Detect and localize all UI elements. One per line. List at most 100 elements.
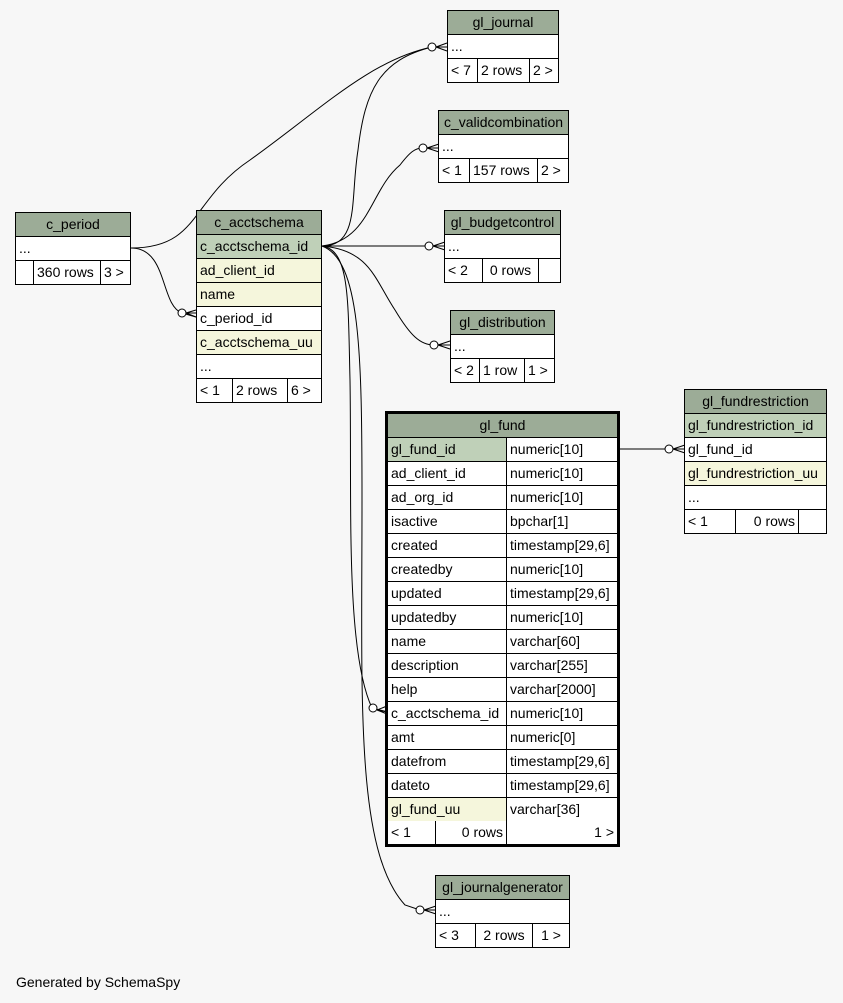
column-name: gl_fund_uu	[388, 798, 507, 821]
parent-count: < 2	[451, 359, 480, 382]
crowfoot-marker	[426, 143, 440, 153]
column-name: c_acctschema_uu	[200, 334, 313, 350]
column-name: gl_fund_id	[388, 438, 507, 461]
optional-marker	[418, 143, 428, 153]
optional-marker	[424, 241, 434, 251]
edge-acctschema-distribution	[321, 245, 435, 346]
table-header: c_period	[16, 213, 130, 237]
column-type: numeric[10]	[507, 438, 617, 461]
row-count: 1 row	[480, 359, 525, 382]
column-type: numeric[10]	[507, 606, 617, 629]
more-columns: ...	[454, 338, 466, 354]
row-count: 0 rows	[436, 821, 507, 844]
table-c-acctschema[interactable]: c_acctschema c_acctschema_id ad_client_i…	[196, 210, 322, 403]
edge-period-journal	[130, 46, 433, 249]
table-gl-distribution[interactable]: gl_distribution ... < 2 1 row 1 >	[450, 310, 555, 383]
column-type: timestamp[29,6]	[507, 534, 617, 557]
optional-marker	[429, 340, 439, 350]
optional-marker	[664, 444, 674, 454]
column-name: updatedby	[388, 606, 507, 629]
crowfoot-marker	[423, 905, 437, 915]
table-header: gl_journal	[448, 11, 558, 35]
column-type: varchar[60]	[507, 630, 617, 653]
table-gl-fundrestriction[interactable]: gl_fundrestriction gl_fundrestriction_id…	[684, 389, 827, 534]
edge-period-acctschema	[130, 247, 197, 318]
column-name: c_acctschema_id	[388, 702, 507, 725]
table-c-period[interactable]: c_period ... 360 rows 3 >	[15, 212, 131, 285]
edge-acctschema-validcombination	[321, 147, 424, 247]
crowfoot-marker	[672, 444, 686, 454]
parent-count	[16, 261, 34, 284]
optional-marker	[177, 308, 187, 318]
table-header: gl_distribution	[451, 311, 554, 335]
column-type: numeric[10]	[507, 702, 617, 725]
more-columns: ...	[448, 238, 460, 254]
crowfoot-marker	[185, 309, 197, 318]
column-name: gl_fund_id	[688, 441, 753, 457]
column-type: bpchar[1]	[507, 510, 617, 533]
column-name: help	[388, 678, 507, 701]
generated-by-label: Generated by SchemaSpy	[16, 974, 181, 990]
column-name: updated	[388, 582, 507, 605]
table-header: gl_journalgenerator	[436, 876, 569, 900]
row-count: 360 rows	[34, 261, 101, 284]
column-type: numeric[0]	[507, 726, 617, 749]
more-columns: ...	[200, 358, 212, 374]
table-header: gl_fundrestriction	[685, 390, 826, 414]
child-count: 6 >	[291, 382, 311, 398]
column-name: dateto	[388, 774, 507, 797]
column-name: gl_fundrestriction_uu	[688, 465, 818, 481]
table-gl-journal[interactable]: gl_journal ... < 7 2 rows 2 >	[447, 10, 559, 83]
column-name: amt	[388, 726, 507, 749]
row-count: 0 rows	[736, 510, 799, 533]
row-count: 157 rows	[470, 159, 538, 182]
table-header: c_validcombination	[439, 111, 568, 135]
child-count: 2 >	[541, 162, 561, 178]
row-count: 0 rows	[483, 259, 539, 282]
table-header: c_acctschema	[197, 211, 321, 235]
parent-count: < 1	[197, 379, 233, 402]
more-columns: ...	[442, 138, 454, 154]
table-gl-journalgenerator[interactable]: gl_journalgenerator ... < 3 2 rows 1 >	[435, 875, 570, 948]
table-c-validcombination[interactable]: c_validcombination ... < 1 157 rows 2 >	[438, 110, 569, 183]
column-name: name	[388, 630, 507, 653]
parent-count: < 7	[448, 59, 478, 82]
column-type: numeric[10]	[507, 486, 617, 509]
row-count: 2 rows	[476, 924, 533, 947]
column-name: c_acctschema_id	[200, 238, 309, 254]
optional-marker	[427, 42, 437, 52]
column-name: ad_client_id	[388, 462, 507, 485]
column-type: varchar[2000]	[507, 678, 617, 701]
column-name: name	[200, 286, 236, 302]
column-name: isactive	[388, 510, 507, 533]
optional-marker	[368, 703, 378, 713]
optional-marker	[415, 905, 425, 915]
edge-acctschema-fund	[321, 245, 389, 713]
table-gl-budgetcontrol[interactable]: gl_budgetcontrol ... < 2 0 rows	[444, 210, 561, 283]
parent-count: < 1	[685, 510, 736, 533]
child-count: 2 >	[533, 62, 553, 78]
parent-count: < 2	[445, 259, 483, 282]
more-columns: ...	[439, 903, 451, 919]
child-count: 1 >	[528, 362, 548, 378]
column-name: description	[388, 654, 507, 677]
column-type: timestamp[29,6]	[507, 750, 617, 773]
table-header: gl_fund	[388, 414, 617, 438]
